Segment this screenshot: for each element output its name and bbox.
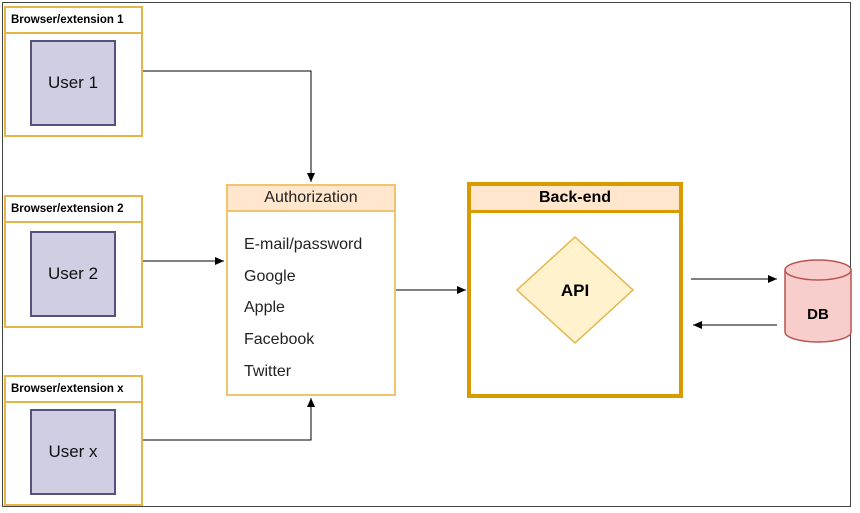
user-label: User x — [48, 442, 98, 461]
user-label: User 2 — [47, 264, 99, 283]
auth-method-email-password: E-mail/password — [244, 236, 363, 253]
auth-method-facebook: Facebook — [244, 331, 315, 348]
browser-extension-x-container[interactable]: Browser/extension x User x — [4, 375, 143, 506]
user-label: User 1 — [47, 73, 99, 92]
authorization-box[interactable]: Authorization E-mail/password Google App… — [226, 184, 396, 396]
user-x-box[interactable]: User x — [30, 409, 116, 495]
container-label: Browser/extension x — [6, 377, 141, 403]
auth-method-apple: Apple — [244, 299, 285, 316]
auth-method-twitter: Twitter — [244, 363, 292, 380]
backend-container[interactable]: Back-end — [467, 182, 683, 398]
authorization-title: Authorization — [228, 186, 394, 212]
user-2-box[interactable]: User 2 — [30, 231, 116, 317]
container-label: Browser/extension 2 — [6, 197, 141, 223]
user-1-box[interactable]: User 1 — [30, 40, 116, 126]
browser-extension-2-container[interactable]: Browser/extension 2 User 2 — [4, 195, 143, 328]
container-label: Browser/extension 1 — [6, 8, 141, 34]
browser-extension-1-container[interactable]: Browser/extension 1 User 1 — [4, 6, 143, 137]
auth-method-google: Google — [244, 268, 296, 285]
backend-title: Back-end — [471, 186, 679, 213]
diagram-frame — [2, 2, 851, 507]
